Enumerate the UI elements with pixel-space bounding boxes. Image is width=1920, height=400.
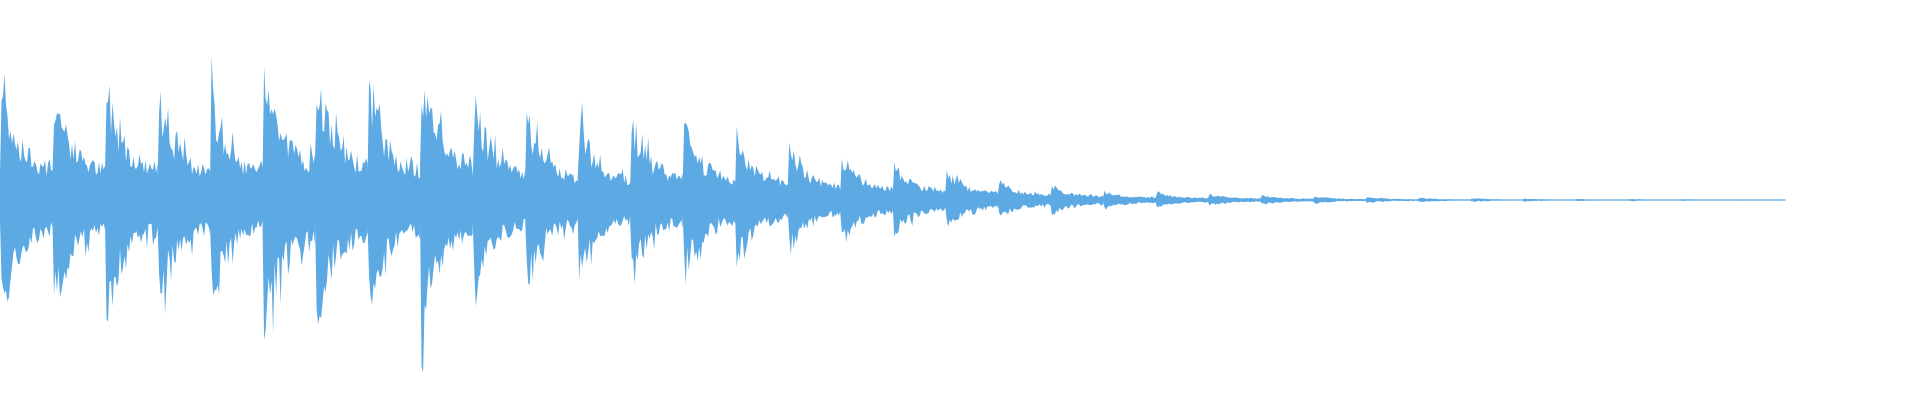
waveform-envelope	[0, 56, 1786, 373]
